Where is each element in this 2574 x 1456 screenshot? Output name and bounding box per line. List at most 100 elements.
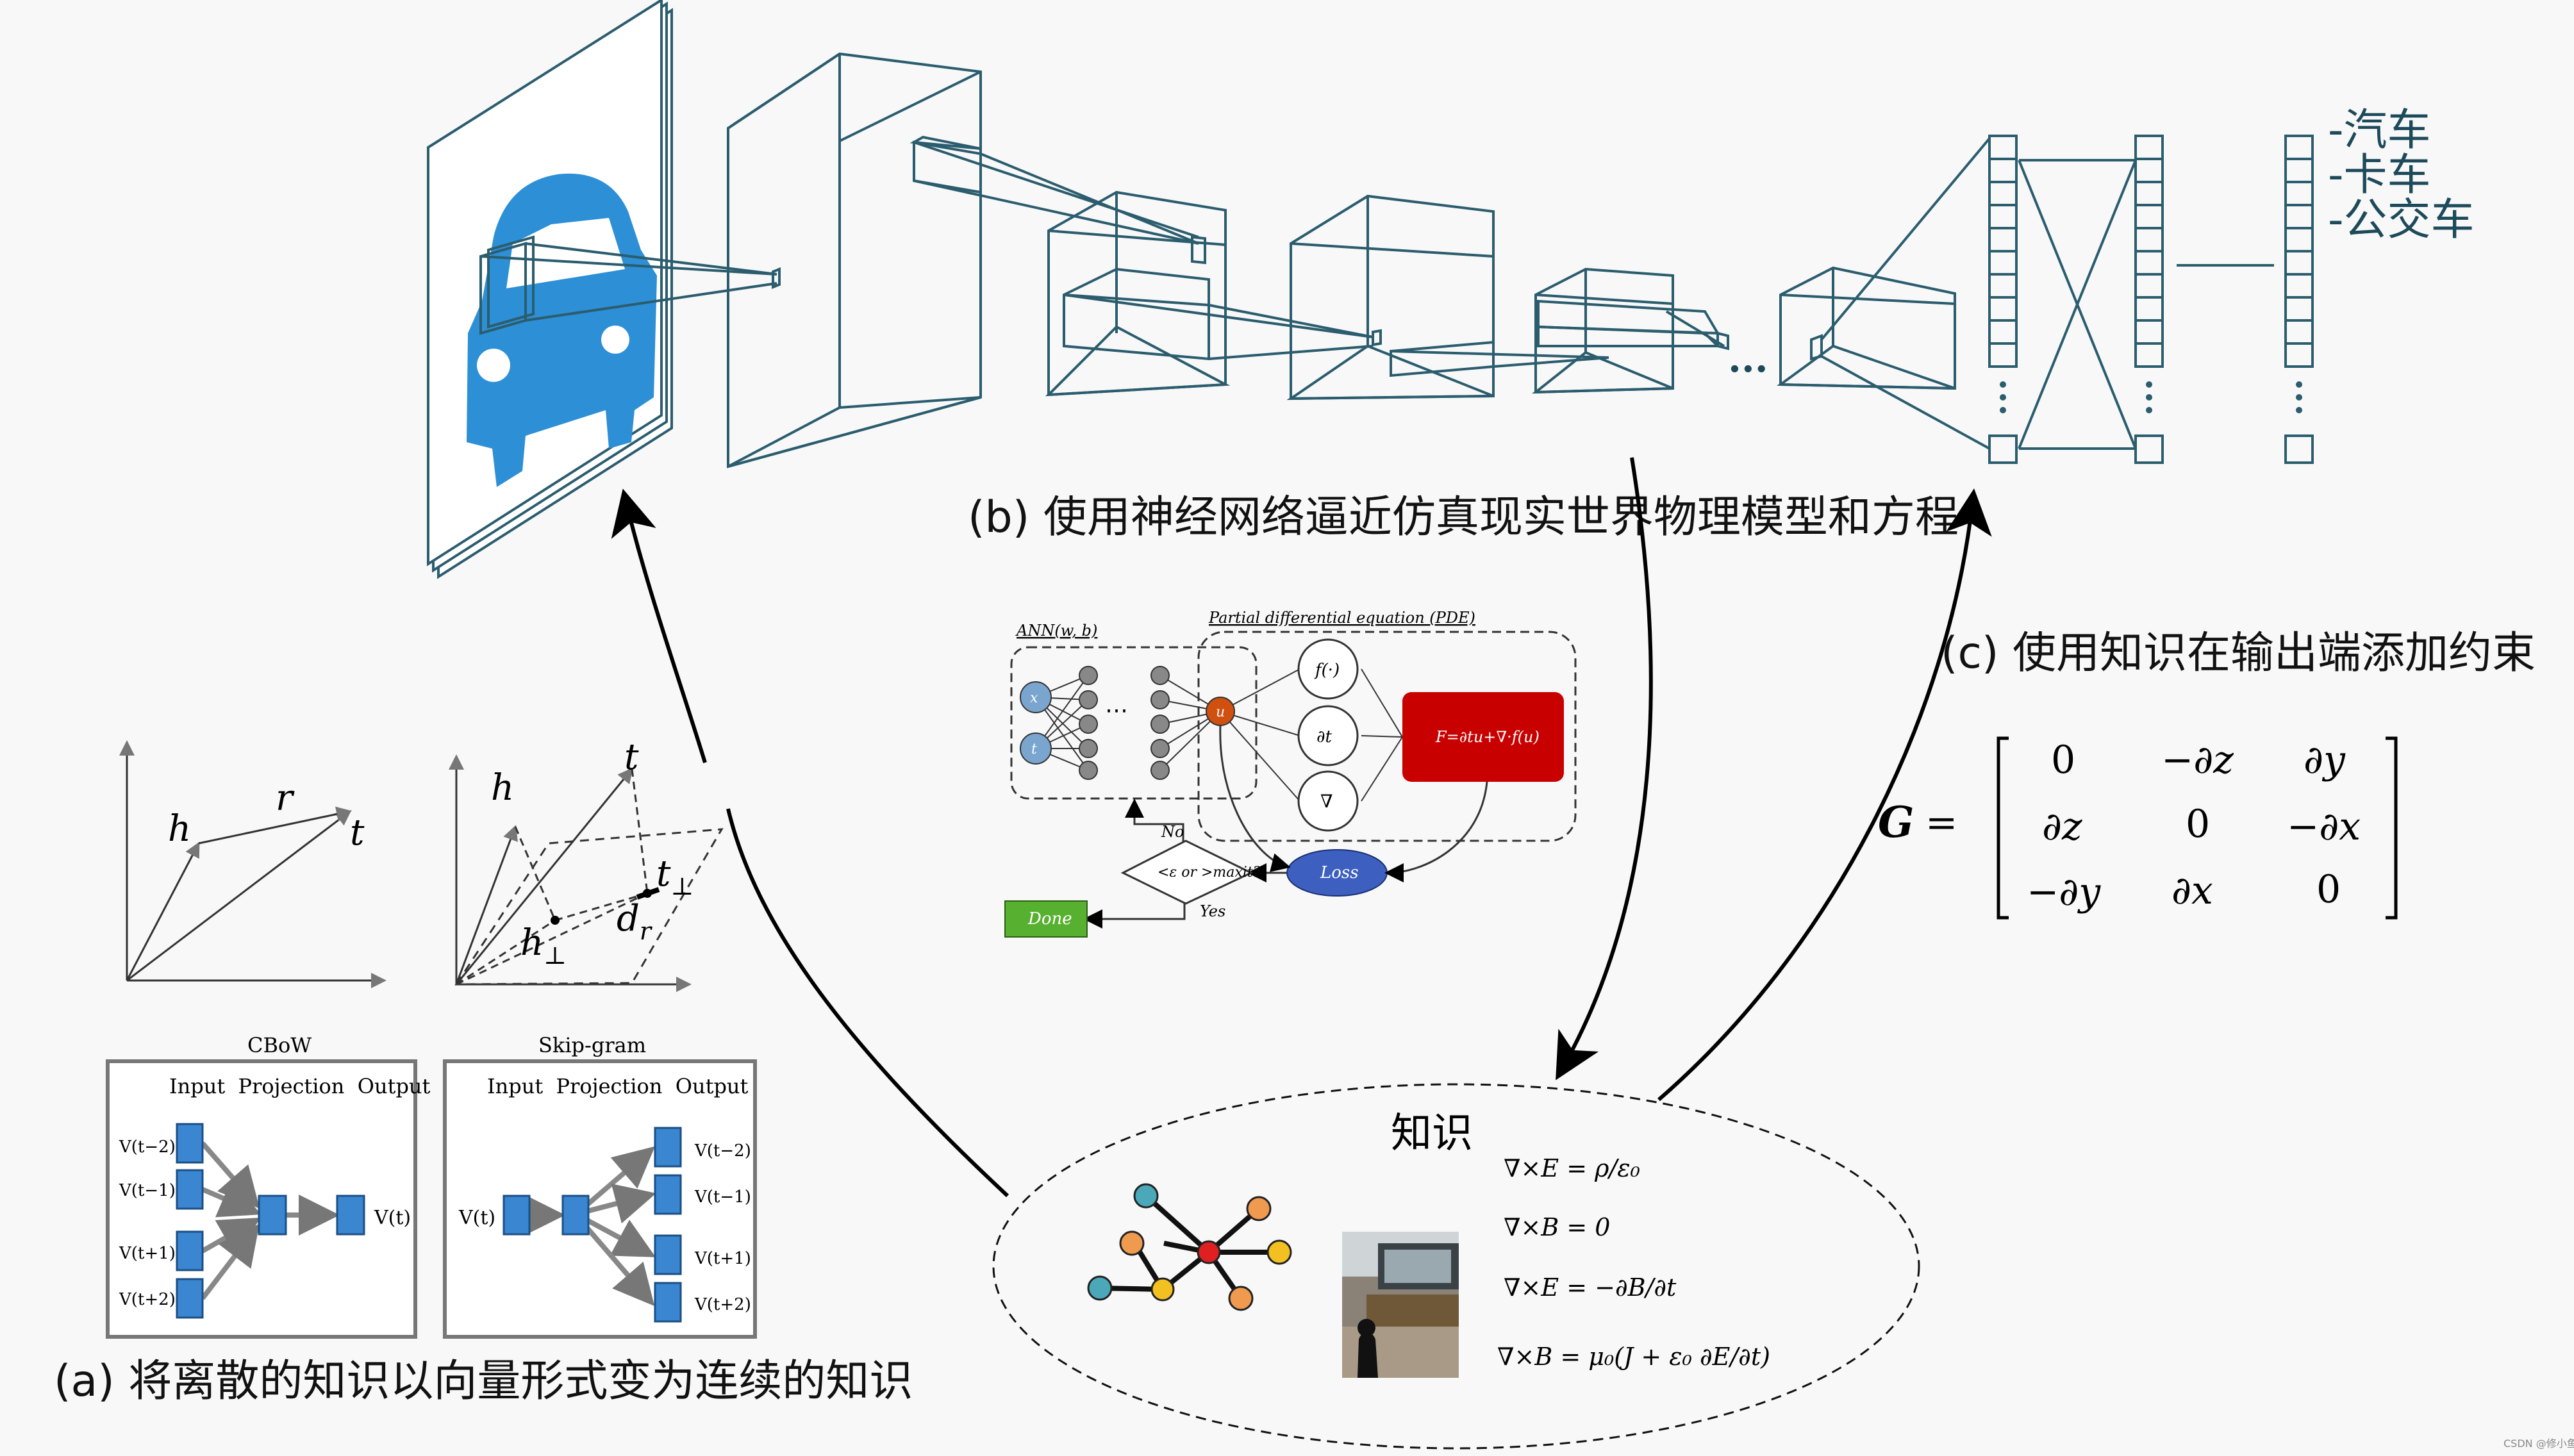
maxwell-1: ∇×E = ρ/ε₀: [1504, 1154, 1640, 1182]
vec-t-right: t: [624, 736, 639, 778]
cbow-input-2: V(t+1): [119, 1244, 176, 1263]
caption-a: (a) 将离散的知识以向量形式变为连续的知识: [54, 1356, 913, 1407]
fc-neuron: [1988, 319, 2018, 345]
decision-diamond: [1120, 840, 1254, 905]
fc-neuron: [2284, 204, 2314, 229]
fc-neuron: [2284, 227, 2314, 252]
fc-neuron: [2284, 181, 2314, 206]
skipgram-title: Skip-gram: [538, 1033, 646, 1057]
loss-label: Loss: [1320, 863, 1359, 882]
input-t-label: t: [1031, 741, 1037, 757]
cbow-input-3: V(t+2): [119, 1290, 176, 1309]
hidden-dots: ⋯: [1105, 697, 1128, 724]
vec-d-r: dr: [617, 898, 653, 945]
done-label: Done: [1027, 909, 1072, 929]
m12: −∂x: [2287, 804, 2361, 849]
cbow-input-0: V(t−2): [119, 1138, 176, 1157]
fc-neuron-last: [2134, 434, 2164, 464]
fc-ellipsis-dot: [2000, 394, 2006, 401]
skipgram-input: V(t): [458, 1207, 495, 1229]
maxwell-3: ∇×E = −∂B/∂t: [1504, 1273, 1677, 1302]
cat-photo: [1342, 1232, 1459, 1378]
skipgram-network: V(t) V(t−2) V(t−1) V(t+1) V(t+2): [458, 1127, 751, 1323]
fc-neuron: [2284, 342, 2314, 368]
skipgram-output-3: V(t+2): [694, 1295, 751, 1314]
car-icon: [467, 173, 657, 487]
m21: ∂x: [2171, 868, 2213, 913]
residual-box: [1402, 692, 1564, 782]
no-label: No: [1161, 823, 1184, 841]
fc-ellipsis-dot: [2146, 407, 2152, 413]
output-label-bus: -公交车: [2328, 195, 2475, 245]
op-grad-label: ∇: [1320, 791, 1333, 812]
op-f-label: f(·): [1314, 661, 1340, 680]
cnn-pipeline: [427, 0, 1991, 579]
vector-plot-right: [449, 754, 724, 992]
vec-h-perp: h⊥: [520, 922, 567, 970]
fc-neuron: [2284, 250, 2314, 276]
fc-neuron: [2134, 250, 2164, 276]
fc-neuron-last: [1988, 434, 2018, 464]
vec-h: h: [168, 808, 191, 850]
op-grad: [1297, 770, 1359, 832]
fc-ellipsis-dot: [2146, 381, 2152, 388]
op-dt-label: ∂t: [1316, 727, 1332, 747]
constraint-matrix: G = 0 −∂z ∂y ∂z 0 −∂x −∂y ∂x 0: [1878, 736, 2398, 920]
fc-neuron: [1988, 342, 2018, 368]
cnn-ellipsis: ...: [1728, 336, 1768, 381]
yes-label: Yes: [1200, 902, 1225, 920]
input-node-x: [1020, 681, 1052, 713]
knowledge-graph: [1087, 1183, 1292, 1311]
vec-h-right: h: [491, 767, 514, 809]
vec-t: t: [350, 812, 365, 854]
op-dt: [1297, 705, 1359, 766]
u-label: u: [1216, 704, 1225, 720]
fc-neuron: [2134, 181, 2164, 206]
fc-neuron: [2134, 204, 2164, 229]
fc-neuron: [2284, 273, 2314, 299]
fc-neuron: [1988, 273, 2018, 299]
input-node-t: [1020, 732, 1052, 765]
skipgram-panel: [443, 1059, 757, 1339]
input-x-label: x: [1030, 690, 1038, 706]
vec-r: r: [276, 777, 295, 819]
fc-neuron: [1988, 250, 2018, 276]
fc-ellipsis-dot: [2146, 394, 2152, 401]
matrix-lhs: G: [1878, 797, 1914, 847]
m00: 0: [2051, 738, 2075, 782]
cbow-network: V(t−2) V(t−1) V(t+1) V(t+2) V(t): [119, 1123, 411, 1319]
caption-c: (c) 使用知识在输出端添加约束: [1941, 628, 2536, 679]
knowledge-title: 知识: [1391, 1110, 1473, 1157]
fc-connections: [2018, 159, 2274, 450]
fc-neuron: [2134, 227, 2164, 252]
knowledge-ellipse: [992, 1083, 1920, 1450]
op-f: [1297, 638, 1359, 700]
fc-neuron: [2134, 158, 2164, 183]
fc-neuron: [2134, 296, 2164, 322]
flow-arrows: [611, 457, 1992, 1198]
fc-neuron: [1988, 181, 2018, 206]
fc-ellipsis-dot: [2296, 407, 2302, 413]
skipgram-header: Input Projection Output: [487, 1074, 749, 1098]
fc-neuron: [1988, 204, 2018, 229]
fc-neuron: [2284, 135, 2314, 160]
m01: −∂z: [2161, 738, 2234, 782]
m02: ∂y: [2304, 738, 2346, 782]
cbow-output: V(t): [374, 1207, 411, 1229]
skipgram-output-1: V(t−1): [694, 1187, 751, 1207]
m22: 0: [2316, 867, 2341, 912]
fc-ellipsis-dot: [2000, 381, 2006, 388]
fc-neuron: [2134, 273, 2164, 299]
skipgram-output-0: V(t−2): [694, 1141, 751, 1161]
fc-neuron: [2284, 158, 2314, 183]
fc-neuron: [2284, 319, 2314, 345]
fully-connected-layers: [1988, 135, 2314, 464]
fc-neuron: [2134, 135, 2164, 160]
fc-neuron: [2134, 319, 2164, 345]
pinn-diagram: ANN(w, b) Partial differential equation …: [1004, 609, 1577, 938]
m20: −∂y: [2027, 870, 2101, 914]
arrow-b-to-knowledge: [1556, 457, 1653, 1080]
arrow-a-to-b: [611, 488, 707, 763]
maxwell-equations: ∇×E = ρ/ε₀ ∇×B = 0 ∇×E = −∂B/∂t ∇×B = μ₀…: [1497, 1154, 1770, 1371]
